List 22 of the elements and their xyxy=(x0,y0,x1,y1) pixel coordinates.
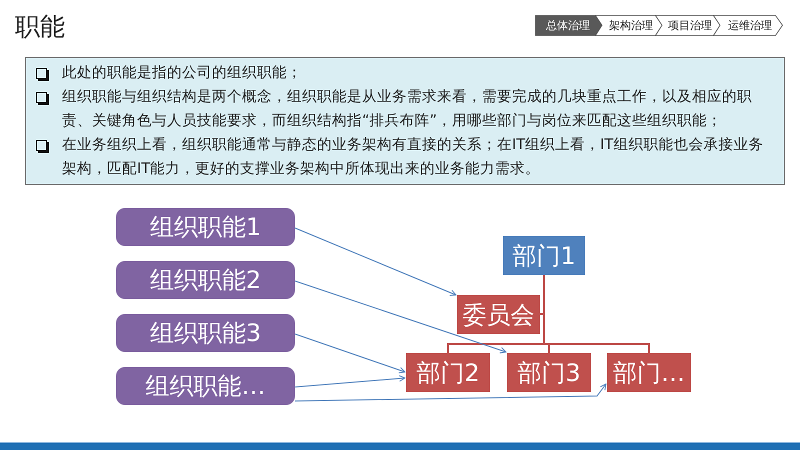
function-box: 组织职能2 xyxy=(116,261,295,299)
notes-box xyxy=(25,57,785,185)
function-box: 组织职能… xyxy=(116,367,295,405)
department-box: 委员会 xyxy=(457,295,540,334)
breadcrumb-step: 总体治理 xyxy=(535,15,603,36)
arrow xyxy=(294,228,456,296)
department-box: 部门… xyxy=(607,353,691,392)
bullet-text: 组织职能与组织结构是两个概念，组织职能是从业务需求来看，需要完成的几块重点工作，以及相应的职责、关键角色与人员技能要求，而组织结构指“排兵布阵”，用哪些部门与岗位来匹配这些组织职能； xyxy=(62,88,753,131)
bullet-text: 此处的职能是指的公司的组织职能； xyxy=(62,64,302,83)
breadcrumb-step: 运维治理 xyxy=(713,15,783,36)
arrow xyxy=(294,280,506,354)
function-box: 组织职能1 xyxy=(116,208,295,246)
page-title: 职能 xyxy=(15,11,65,43)
department-box: 部门3 xyxy=(507,353,591,392)
arrow xyxy=(294,334,406,374)
connector-line xyxy=(543,275,650,353)
arrow xyxy=(294,375,406,388)
function-box: 组织职能3 xyxy=(116,314,295,352)
arrow xyxy=(294,384,606,402)
department-box: 部门2 xyxy=(406,353,490,392)
department-box: 部门1 xyxy=(503,236,585,275)
bullet-text: 在业务组织上看，组织职能通常与静态的业务架构有直接的关系；在IT组织上看，IT组织职能也会承接业务架构，匹配IT能力，更好的支撑业务架构中所体现出来的业务能力需求。 xyxy=(62,136,764,179)
